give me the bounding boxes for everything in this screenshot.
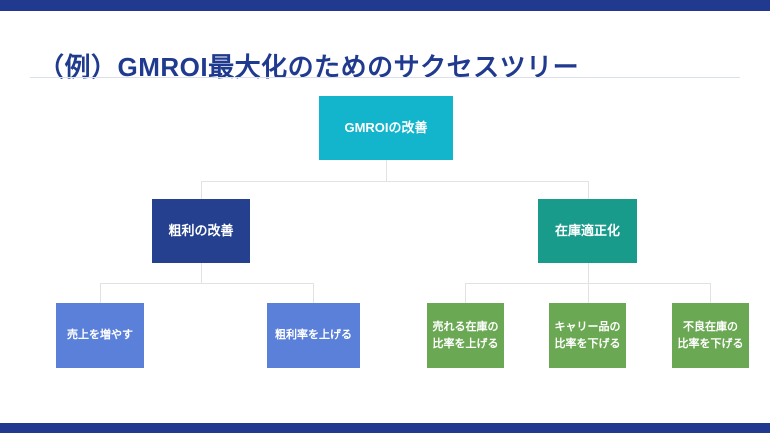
title-divider [30, 77, 740, 78]
tree-node-gross-profit-improvement: 粗利の改善 [152, 199, 250, 263]
connector-line [201, 263, 202, 283]
tree-node-inventory-optimization: 在庫適正化 [538, 199, 637, 263]
connector-line [386, 160, 387, 181]
tree-node-raise-selling-stock-ratio: 売れる在庫の 比率を上げる [427, 303, 504, 368]
tree-node-lower-carryover-ratio: キャリー品の 比率を下げる [549, 303, 626, 368]
connector-line [465, 283, 466, 303]
connector-line [588, 181, 589, 199]
connector-line [588, 263, 589, 283]
tree-node-raise-gross-margin: 粗利率を上げる [267, 303, 360, 368]
slide-title: （例）GMROI最大化のためのサクセスツリー [38, 52, 580, 83]
tree-node-gmroi-improvement: GMROIの改善 [319, 96, 453, 160]
tree-node-increase-sales: 売上を増やす [56, 303, 144, 368]
tree-node-lower-dead-stock-ratio: 不良在庫の 比率を下げる [672, 303, 749, 368]
top-accent-bar [0, 0, 770, 11]
connector-line [588, 283, 589, 303]
connector-line [201, 181, 202, 199]
connector-line [100, 283, 101, 303]
connector-line [313, 283, 314, 303]
bottom-accent-bar [0, 423, 770, 433]
connector-line [710, 283, 711, 303]
connector-line [100, 283, 314, 284]
connector-line [201, 181, 588, 182]
